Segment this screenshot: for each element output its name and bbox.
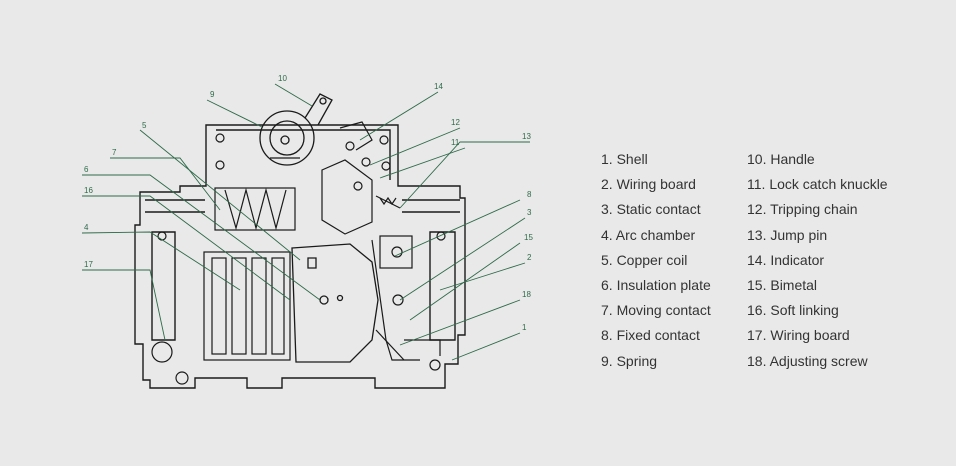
legend-column-right: 10. Handle 11. Lock catch knuckle 12. Tr… [747,147,888,374]
legend-item: 14. Indicator [747,251,825,268]
callout-numbers: 1 2 3 4 5 6 7 8 9 10 11 12 13 14 15 16 1… [84,74,533,332]
handle-knob [259,93,333,166]
callout-num-4: 4 [84,223,89,232]
insulation-plate [291,243,379,363]
copper-coil [214,187,296,231]
legend-item: 4. Arc chamber [601,226,696,243]
callout-num-18: 18 [522,290,531,299]
callout-num-8: 8 [527,190,532,199]
breaker-body [134,124,466,389]
legend-item: 3. Static contact [601,201,701,218]
leader-15 [409,242,521,321]
legend-item: 15. Bimetal [747,276,818,293]
contact-assembly [371,235,441,361]
leader-4 [81,231,241,291]
leader-17 [82,269,166,341]
legend-item: 5. Copper coil [601,251,688,268]
legend-item: 2. Wiring board [601,176,696,193]
callout-num-6: 6 [84,165,89,174]
leader-9 [206,99,263,128]
callout-num-9: 9 [210,90,215,99]
legend-item: 8. Fixed contact [601,327,700,344]
callout-num-17: 17 [84,260,93,269]
leader-16 [82,195,291,301]
legend-item: 17. Wiring board [747,327,850,344]
callout-num-1: 1 [522,323,527,332]
callout-num-16: 16 [84,186,93,195]
legend-item: 1. Shell [601,151,648,167]
legend-item: 11. Lock catch knuckle [747,176,888,193]
legend-item: 7. Moving contact [601,302,711,319]
legend-item: 13. Jump pin [747,226,828,243]
leader-1 [451,332,521,361]
leader-10 [274,83,313,107]
callout-num-5: 5 [142,121,147,130]
trip-mechanism [321,121,401,235]
legend-item: 9. Spring [601,352,658,369]
leader-14 [359,91,439,141]
legend-column-left: 1. Shell 2. Wiring board 3. Static conta… [601,147,711,374]
leader-2 [439,262,526,291]
callout-num-2: 2 [527,253,532,262]
legend-item: 12. Tripping chain [747,201,858,218]
leader-5 [139,129,301,261]
callout-num-7: 7 [112,148,117,157]
leader-7 [110,157,221,211]
callout-num-10: 10 [278,74,287,83]
callout-num-15: 15 [524,233,533,242]
leader-18 [399,299,521,346]
legend-item: 18. Adjusting screw [747,352,868,369]
legend-item: 16. Soft linking [747,302,839,319]
leader-6 [82,174,321,301]
leader-13 [399,141,530,209]
legend-item: 10. Handle [747,151,815,167]
arc-chamber [203,251,291,361]
callout-num-12: 12 [451,118,460,127]
leader-3 [399,217,526,301]
leader-12 [369,127,461,166]
callout-num-13: 13 [522,132,531,141]
callout-num-3: 3 [527,208,532,217]
leader-8 [394,199,521,257]
legend-item: 6. Insulation plate [601,276,711,293]
callout-num-11: 11 [451,138,460,147]
callout-num-14: 14 [434,82,443,91]
leader-11 [379,147,466,179]
base-screws [151,133,446,385]
callout-leaders [81,83,530,361]
